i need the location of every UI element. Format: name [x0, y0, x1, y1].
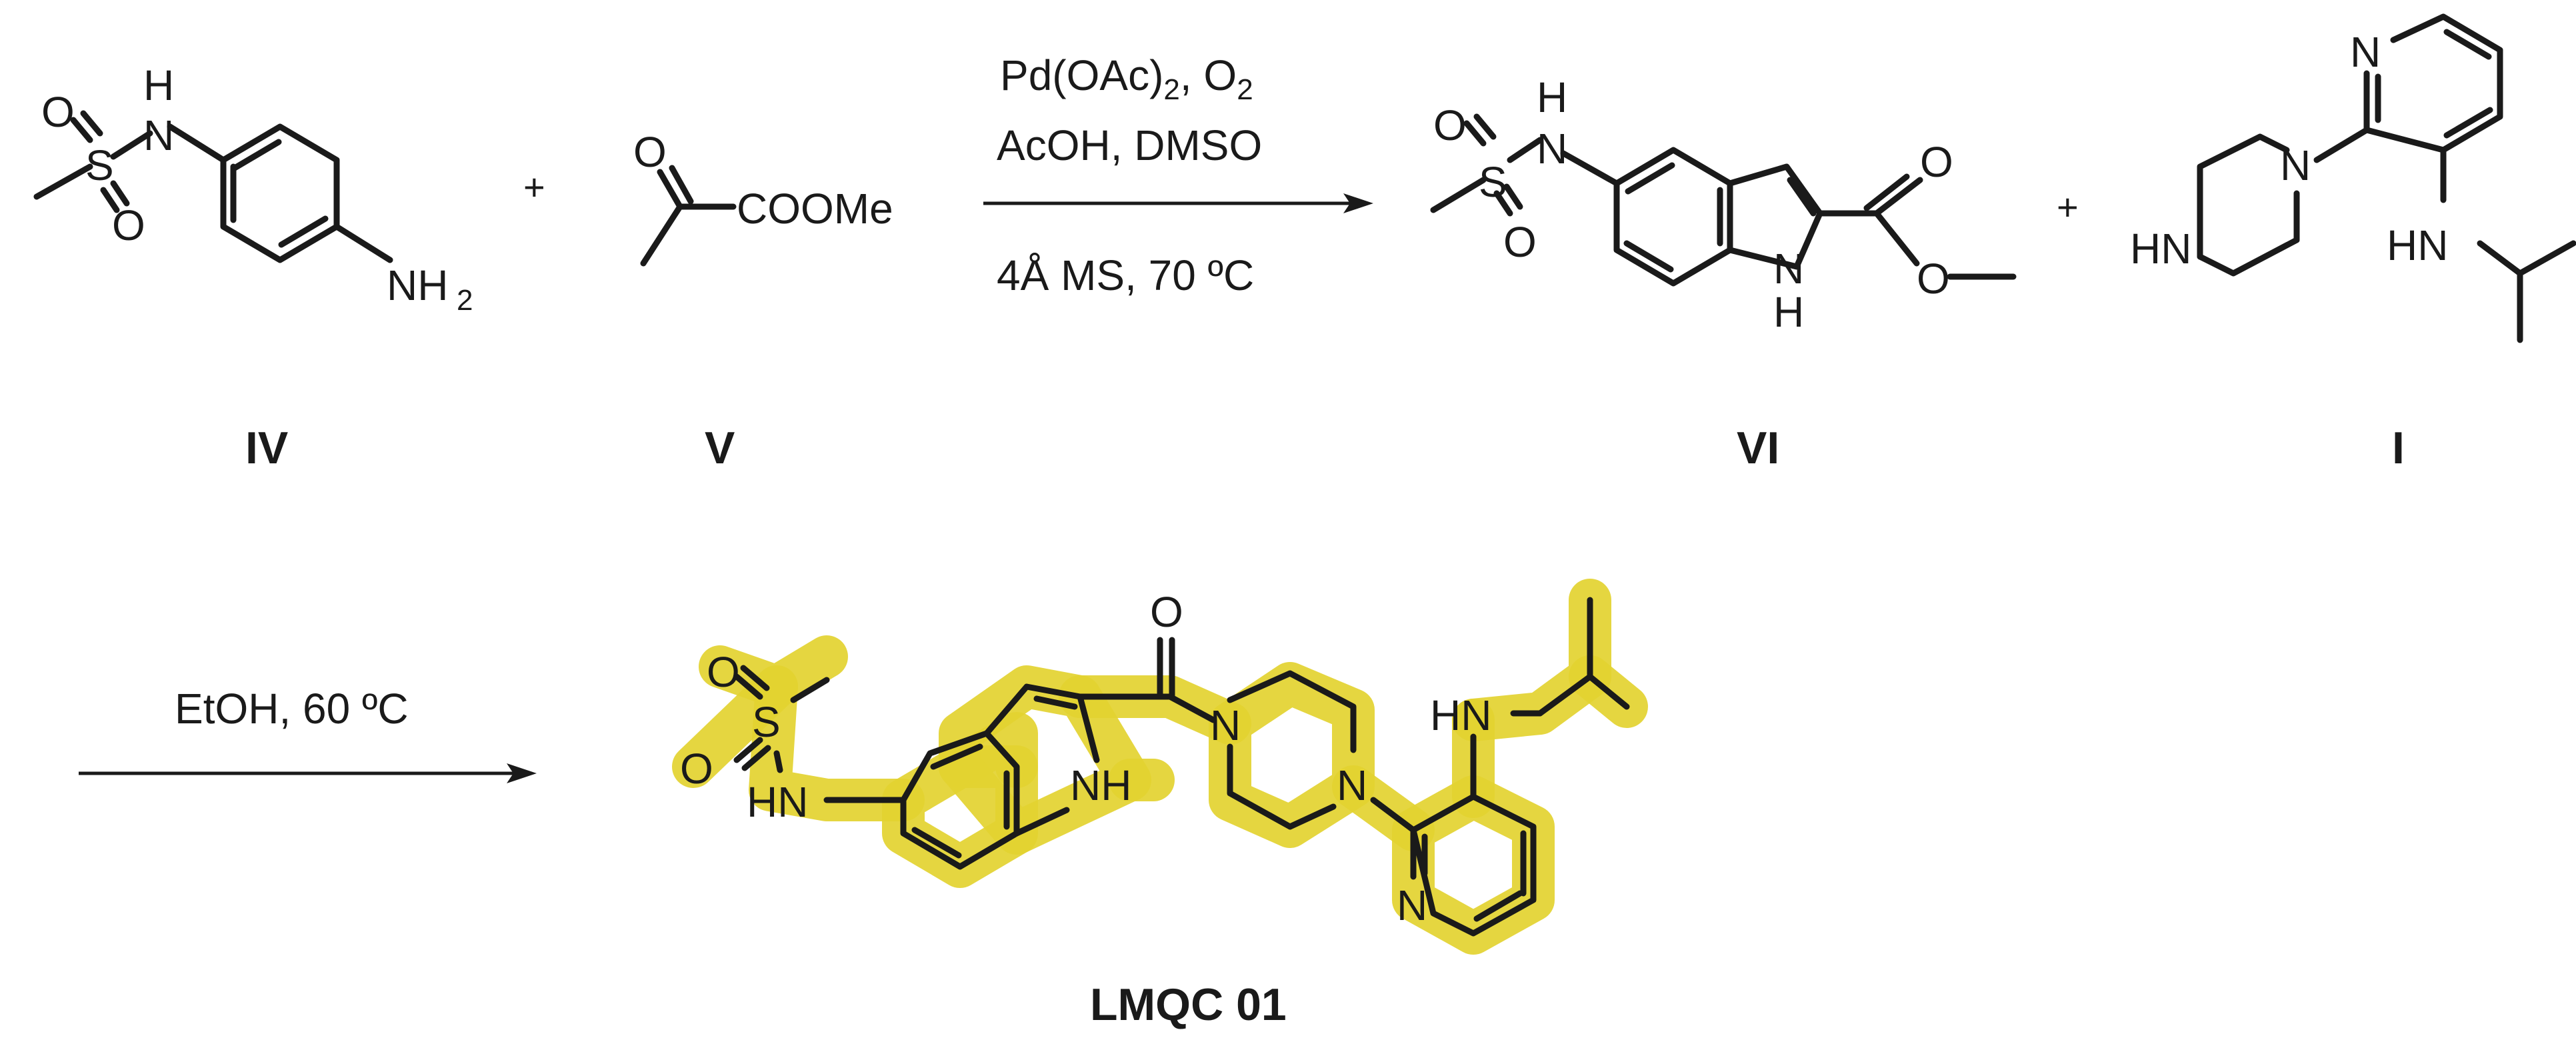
v-ester-group: COOMe [737, 185, 893, 233]
vi-indole-hydrogen: H [1773, 288, 1804, 336]
product-pyridine-nitrogen: N [1397, 881, 1427, 929]
vi-carbonyl-oxygen: O [1920, 138, 1953, 186]
plus-sign-1: + [523, 166, 545, 208]
vi-nh-hydrogen: H [1537, 73, 1567, 121]
label-v: V [705, 423, 735, 473]
label-vi: VI [1737, 423, 1779, 473]
reaction-arrow-2 [79, 763, 537, 783]
i-pyridine-nitrogen: N [2350, 28, 2381, 76]
product-lmqc01: O S O HN NH O N N HN N [672, 579, 1648, 955]
iv-oxygen-1: O [41, 88, 75, 136]
vi-ester-oxygen: O [1917, 255, 1950, 303]
product-indole-nh: NH [1070, 761, 1131, 809]
product-sulfonamide-hn: HN [747, 778, 808, 826]
iv-nh-nitrogen: N [143, 111, 174, 159]
reaction-arrow-1 [983, 193, 1373, 213]
iv-sulfur: S [85, 141, 114, 189]
plus-sign-2: + [2057, 186, 2079, 228]
compound-vi: S O O N H N H O O [1430, 73, 2017, 336]
iv-nh-hydrogen: H [143, 61, 174, 109]
iv-oxygen-2: O [112, 201, 145, 249]
step1-conditions: 4Å MS, 70 ºC [997, 251, 1254, 299]
label-lmqc01: LMQC 01 [1090, 979, 1287, 1030]
product-carbonyl-oxygen: O [1150, 588, 1183, 636]
product-piperazine-n2: N [1337, 761, 1367, 809]
i-piperazine-nitrogen: N [2280, 141, 2311, 189]
label-i: I [2392, 423, 2405, 473]
vi-indole-nitrogen: N [1773, 245, 1804, 293]
step1-catalyst: Pd(OAc)2, O2 [1000, 51, 1253, 106]
step1-solvents: AcOH, DMSO [997, 121, 1262, 169]
compound-i: N N HN HN [2130, 13, 2576, 343]
compound-v: O COOMe [633, 128, 893, 267]
product-oxygen-1: O [707, 648, 740, 696]
step2-conditions: EtOH, 60 ºC [175, 685, 409, 733]
i-amine-hn: HN [2387, 221, 2448, 269]
i-piperazine-hn: HN [2130, 225, 2191, 273]
vi-oxygen-1: O [1433, 101, 1467, 149]
product-piperazine-n1: N [1210, 701, 1241, 749]
label-iv: IV [245, 423, 288, 473]
vi-oxygen-2: O [1503, 218, 1537, 266]
vi-nh-nitrogen: N [1537, 125, 1567, 173]
product-amine-hn: HN [1430, 691, 1491, 739]
product-sulfur: S [752, 698, 781, 746]
v-oxygen: O [633, 128, 667, 176]
compound-iv: S O O N H NH 2 [33, 61, 473, 317]
vi-sulfur: S [1479, 158, 1507, 206]
iv-amine: NH [387, 261, 448, 309]
product-oxygen-2: O [680, 745, 713, 793]
iv-amine-subscript: 2 [457, 284, 473, 317]
